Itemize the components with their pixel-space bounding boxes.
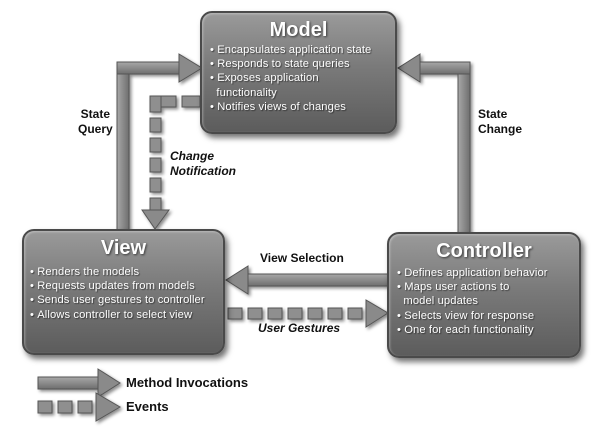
controller-item: Maps user actions to	[397, 280, 579, 294]
model-item: Notifies views of changes	[210, 100, 395, 114]
model-box: Model Encapsulates application state Res…	[200, 11, 397, 134]
change-notification-line-1: Change	[170, 149, 215, 163]
state-query-line-1: State	[80, 107, 111, 121]
change-notification-arrow	[141, 95, 201, 230]
view-items: Renders the models Requests updates from…	[24, 259, 223, 322]
view-selection-arrow	[225, 265, 389, 295]
legend-events-arrow	[37, 392, 121, 422]
view-selection-label: View Selection	[260, 251, 344, 265]
controller-item: Defines application behavior	[397, 266, 579, 280]
model-items: Encapsulates application state Responds …	[202, 41, 395, 114]
controller-item: Selects view for response	[397, 309, 579, 323]
controller-item: model updates	[403, 295, 479, 308]
view-item: Requests updates from models	[30, 279, 223, 293]
model-item: Encapsulates application state	[210, 43, 395, 57]
change-notification-line-2: Notification	[170, 164, 236, 178]
controller-box: Controller Defines application behavior …	[387, 232, 581, 358]
state-change-arrow	[397, 53, 471, 235]
state-change-label: State Change	[478, 107, 522, 137]
change-notification-label: Change Notification	[170, 149, 236, 179]
state-query-line-2: Query	[78, 122, 113, 136]
view-title: View	[100, 237, 147, 259]
controller-title: Controller	[436, 240, 532, 262]
model-title: Model	[269, 19, 328, 41]
view-item: Sends user gestures to controller	[30, 293, 223, 307]
controller-item: One for each functionality	[397, 323, 579, 337]
state-query-arrow	[116, 53, 203, 233]
view-item: Renders the models	[30, 265, 223, 279]
legend-method-arrow	[37, 368, 121, 398]
model-item: functionality	[216, 86, 277, 99]
state-change-line-2: Change	[478, 122, 523, 136]
legend-method-invocations: Method Invocations	[126, 375, 249, 390]
user-gestures-arrow	[227, 299, 389, 328]
controller-items: Defines application behavior Maps user a…	[389, 262, 579, 337]
model-item: Exposes application	[210, 71, 395, 85]
state-change-line-1: State	[478, 107, 508, 121]
view-box: View Renders the models Requests updates…	[22, 229, 225, 355]
model-item: Responds to state queries	[210, 57, 395, 71]
user-gestures-label: User Gestures	[258, 321, 341, 335]
legend-events: Events	[126, 399, 169, 414]
view-item: Allows controller to select view	[30, 308, 223, 322]
state-query-label: State Query	[78, 107, 113, 137]
